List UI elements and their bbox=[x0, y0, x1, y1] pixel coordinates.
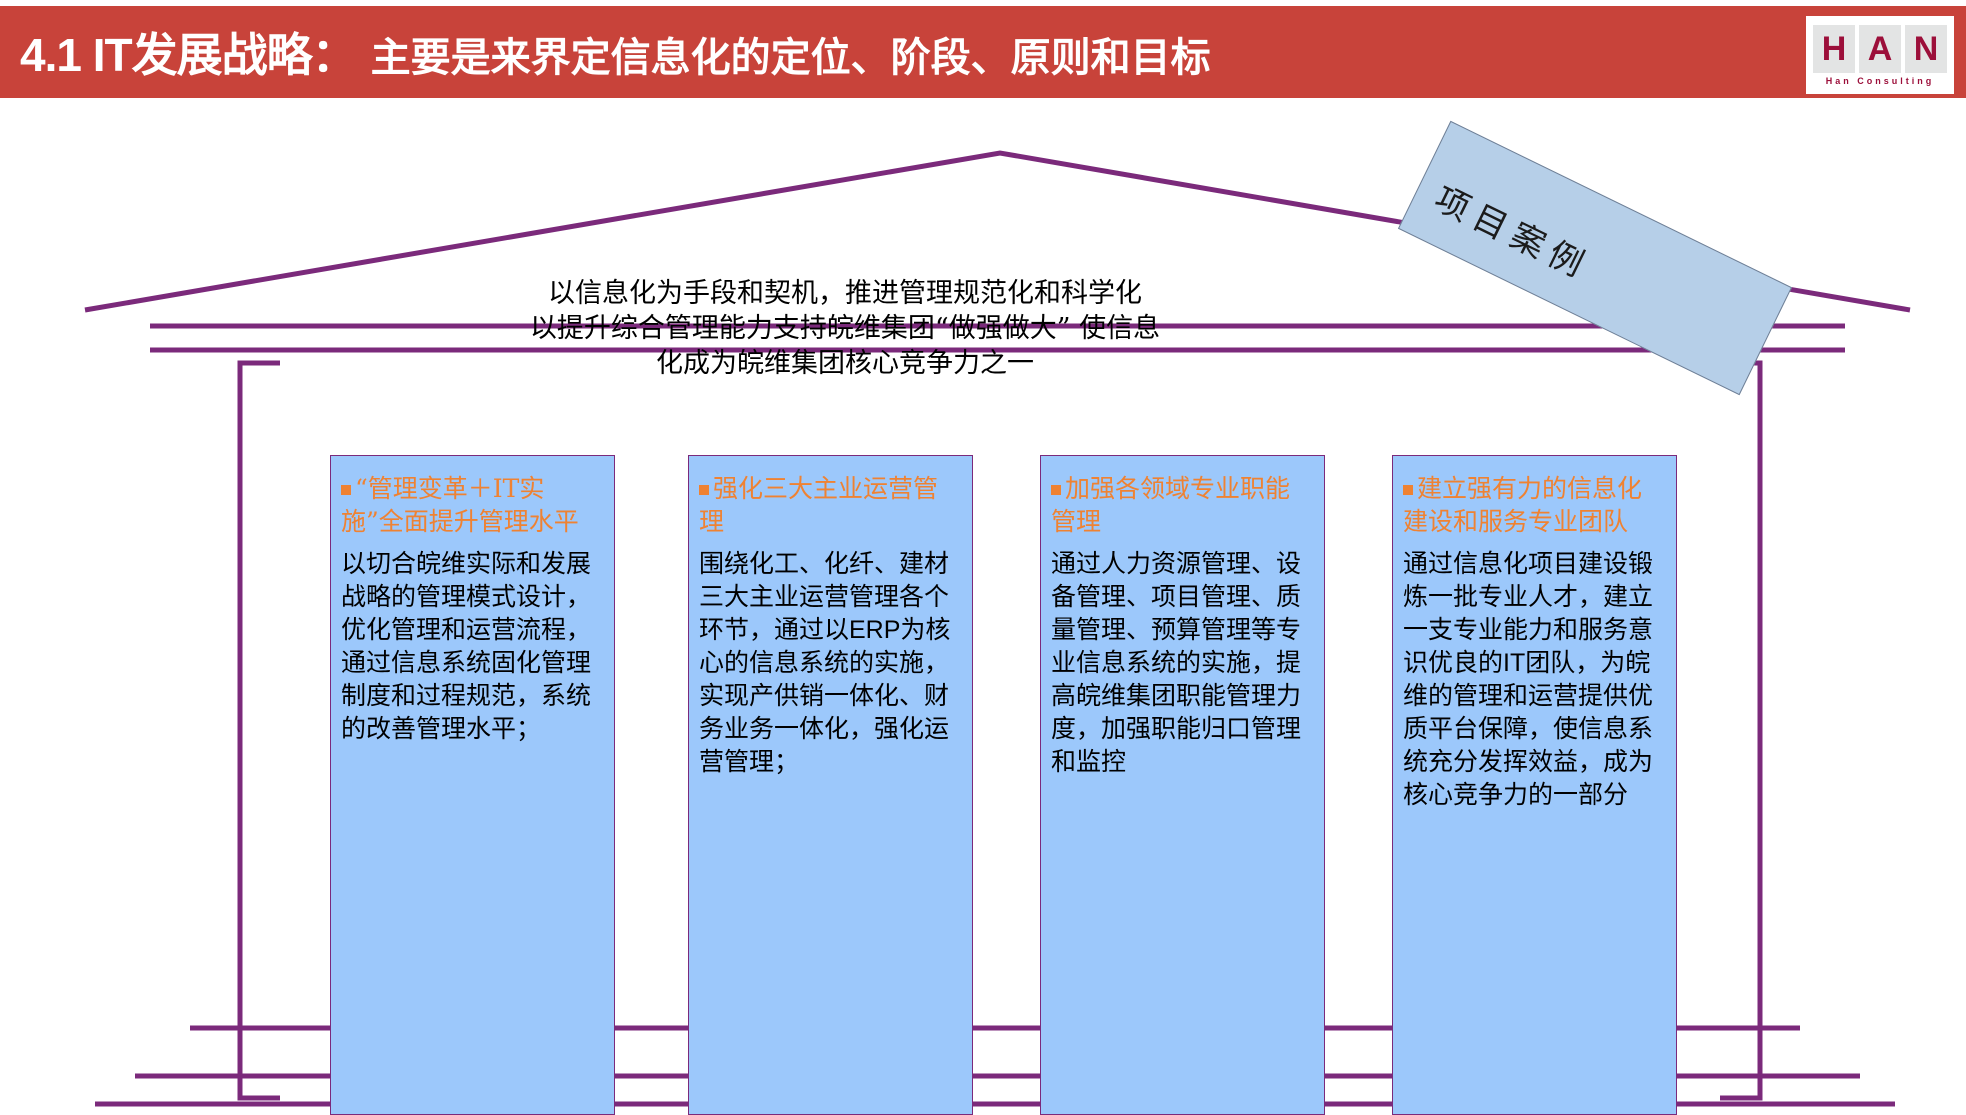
square-bullet-icon bbox=[341, 485, 351, 495]
pillar-2-heading: 强化三大主业运营管理 bbox=[699, 472, 962, 538]
pillar-2-body: 围绕化工、化纤、建材三大主业运营管理各个环节，通过以ERP为核心的信息系统的实施… bbox=[699, 550, 951, 776]
logo-letter-h: H bbox=[1813, 24, 1855, 73]
logo-letters: H A N bbox=[1813, 24, 1947, 73]
logo-letter-n: N bbox=[1905, 24, 1947, 73]
pillar-3-body: 通过人力资源管理、设备管理、项目管理、质量管理、预算管理等专业信息系统的实施，提… bbox=[1051, 550, 1302, 776]
house-diagram: 以信息化为手段和契机，推进管理规范化和科学化 以提升综合管理能力支持皖维集团“做… bbox=[0, 98, 1966, 1115]
pillar-columns: “管理变革＋IT实施”全面提升管理水平 以切合皖维实际和发展战略的管理模式设计，… bbox=[0, 98, 1966, 1115]
pillar-3-heading: 加强各领域专业职能管理 bbox=[1051, 472, 1314, 538]
pillar-4-body: 通过信息化项目建设锻炼一批专业人才，建立一支专业能力和服务意识优良的IT团队，为… bbox=[1403, 550, 1654, 809]
pillar-column-1[interactable]: “管理变革＋IT实施”全面提升管理水平 以切合皖维实际和发展战略的管理模式设计，… bbox=[330, 455, 615, 1115]
pillar-column-3[interactable]: 加强各领域专业职能管理 通过人力资源管理、设备管理、项目管理、质量管理、预算管理… bbox=[1040, 455, 1325, 1115]
han-consulting-logo: H A N Han Consulting bbox=[1806, 16, 1954, 94]
pillar-column-4[interactable]: 建立强有力的信息化建设和服务专业团队 通过信息化项目建设锻炼一批专业人才，建立一… bbox=[1392, 455, 1677, 1115]
pillar-2-heading-text: 强化三大主业运营管理 bbox=[699, 474, 939, 536]
slide-header-bar: 4.1 IT发展战略： 主要是来界定信息化的定位、阶段、原则和目标 bbox=[0, 6, 1966, 98]
pillar-1-heading: “管理变革＋IT实施”全面提升管理水平 bbox=[341, 472, 604, 538]
roof-statement-text: 以信息化为手段和契机，推进管理规范化和科学化 以提升综合管理能力支持皖维集团“做… bbox=[529, 278, 1161, 379]
square-bullet-icon bbox=[699, 485, 709, 495]
pillar-1-heading-text: “管理变革＋IT实施”全面提升管理水平 bbox=[341, 474, 579, 536]
left-pilaster-bracket bbox=[237, 360, 280, 1101]
square-bullet-icon bbox=[1403, 485, 1413, 495]
logo-tagline: Han Consulting bbox=[1825, 75, 1935, 86]
title-main: 4.1 IT发展战略： bbox=[20, 29, 358, 81]
pillar-1-body: 以切合皖维实际和发展战略的管理模式设计，优化管理和运营流程，通过信息系统固化管理… bbox=[341, 550, 592, 743]
logo-letter-a: A bbox=[1859, 24, 1901, 73]
pillar-3-heading-text: 加强各领域专业职能管理 bbox=[1051, 474, 1291, 536]
pillar-4-heading-text: 建立强有力的信息化建设和服务专业团队 bbox=[1403, 474, 1643, 536]
square-bullet-icon bbox=[1051, 485, 1061, 495]
page-title: 4.1 IT发展战略： 主要是来界定信息化的定位、阶段、原则和目标 bbox=[20, 19, 1211, 85]
title-subtitle: 主要是来界定信息化的定位、阶段、原则和目标 bbox=[370, 36, 1211, 80]
pillar-4-heading: 建立强有力的信息化建设和服务专业团队 bbox=[1403, 472, 1666, 538]
pillar-column-2[interactable]: 强化三大主业运营管理 围绕化工、化纤、建材三大主业运营管理各个环节，通过以ERP… bbox=[688, 455, 973, 1115]
